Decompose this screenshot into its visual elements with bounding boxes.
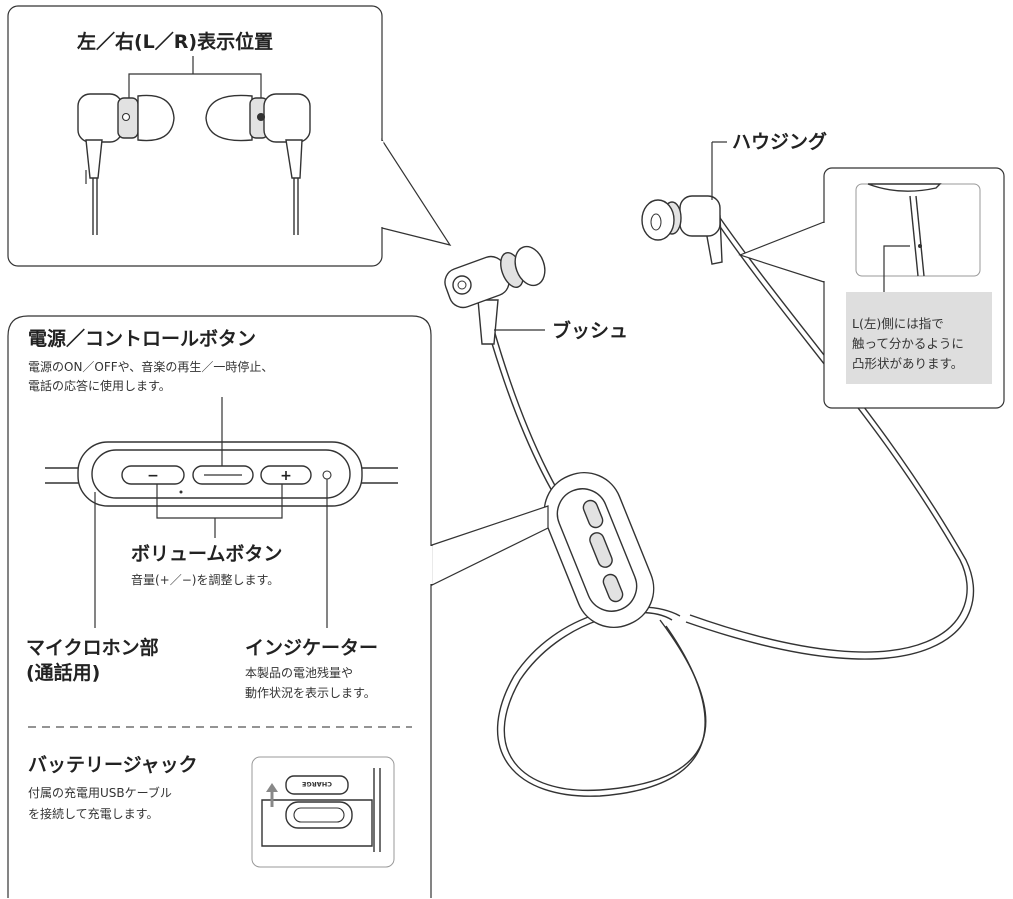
- battery-jack-inset: CHARGE: [251, 756, 395, 868]
- power-desc-1: 電源のON／OFFや、音楽の再生／一時停止、: [28, 359, 273, 374]
- volume-up-button[interactable]: [260, 465, 312, 485]
- volume-down-mark: −: [147, 468, 159, 484]
- left-bump-note-panel: L(左)側には指で 触って分かるように 凸形状があります。: [738, 167, 1005, 409]
- main-right-earpiece: [641, 195, 723, 265]
- lr-panel-title: 左／右(L／R)表示位置: [77, 30, 273, 53]
- note-line-3: 凸形状があります。: [852, 356, 963, 371]
- controls-panel: 電源／コントロールボタン 電源のON／OFFや、音楽の再生／一時停止、 電話の応…: [7, 315, 549, 898]
- left-earpiece-closeup: [77, 93, 175, 235]
- note-line-1: L(左)側には指で: [852, 316, 944, 331]
- charge-cap-label: CHARGE: [302, 780, 332, 788]
- volume-title: ボリュームボタン: [131, 543, 282, 565]
- indicator-desc-2: 動作状況を表示します。: [245, 685, 376, 700]
- indicator-light: [322, 470, 332, 480]
- mic-title-2: (通話用): [26, 661, 100, 684]
- lr-indicator-panel: 左／右(L／R)表示位置: [7, 5, 452, 267]
- note-line-2: 触って分かるように: [852, 336, 964, 351]
- microphone-hole: [179, 490, 183, 494]
- volume-up-mark: +: [280, 468, 292, 484]
- battery-desc-1: 付属の充電用USBケーブル: [28, 785, 172, 800]
- mic-title-1: マイクロホン部: [26, 636, 159, 659]
- indicator-title: インジケーター: [245, 637, 378, 659]
- bush-label: ブッシュ: [552, 319, 628, 342]
- l-marker: [121, 112, 131, 122]
- r-marker: [256, 112, 266, 122]
- housing-label: ハウジング: [732, 130, 827, 153]
- battery-title: バッテリージャック: [28, 754, 198, 776]
- volume-desc: 音量(+／−)を調整します。: [131, 572, 279, 587]
- indicator-desc-1: 本製品の電池残量や: [245, 666, 353, 680]
- main-earphone: [444, 195, 975, 797]
- main-control-unit: [543, 471, 655, 629]
- right-earpiece-closeup: [205, 93, 311, 235]
- main-left-earpiece: [444, 245, 546, 345]
- power-desc-2: 電話の応答に使用します。: [28, 378, 171, 393]
- battery-desc-2: を接続して充電します。: [28, 806, 158, 821]
- control-unit-front: − +: [45, 441, 398, 507]
- power-title: 電源／コントロールボタン: [28, 327, 256, 350]
- volume-down-button[interactable]: [121, 465, 185, 485]
